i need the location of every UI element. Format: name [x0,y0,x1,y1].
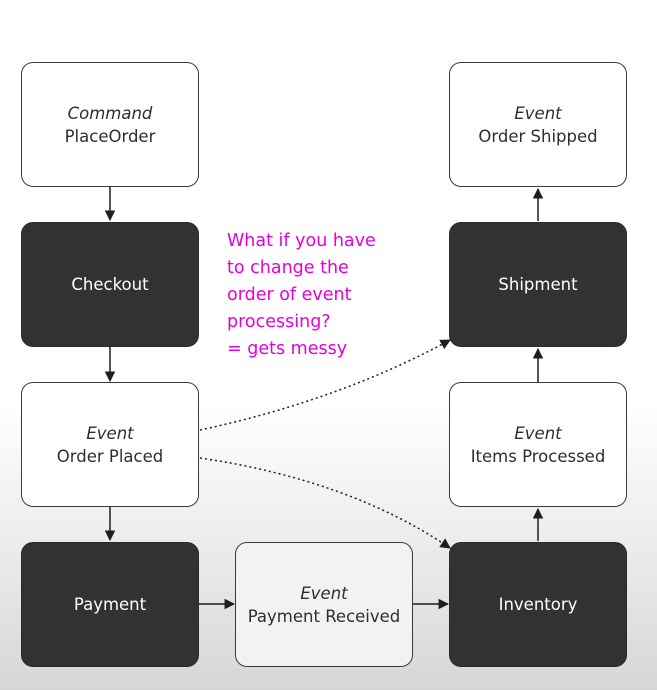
node-payment-service: Payment [21,542,199,667]
edge-order-placed-to-inventory-dotted [199,457,451,549]
node-kind-label: Event [514,423,562,443]
node-place-order-command: Command PlaceOrder [21,62,199,187]
node-label: Payment Received [247,606,401,626]
node-shipment-service: Shipment [449,222,627,347]
node-label: Payment [73,595,147,614]
node-label: Checkout [71,275,149,294]
node-order-placed-event: Event Order Placed [21,382,199,507]
node-order-shipped-event: Event Order Shipped [449,62,627,187]
node-label: Items Processed [470,446,606,466]
node-label: Order Shipped [478,126,598,146]
node-label: Shipment [498,275,578,294]
node-label: Order Placed [56,446,164,466]
edge-order-placed-to-shipment-dotted [199,339,451,431]
node-checkout-service: Checkout [21,222,199,347]
annotation-note: What if you have to change the order of … [227,231,376,359]
node-items-processed-event: Event Items Processed [449,382,627,507]
node-kind-label: Event [300,583,348,603]
node-kind-label: Event [514,103,562,123]
node-label: Inventory [498,595,578,614]
node-kind-label: Command [67,103,153,123]
node-label: PlaceOrder [64,126,156,146]
node-inventory-service: Inventory [449,542,627,667]
node-payment-received-event: Event Payment Received [235,542,413,667]
node-kind-label: Event [86,423,134,443]
